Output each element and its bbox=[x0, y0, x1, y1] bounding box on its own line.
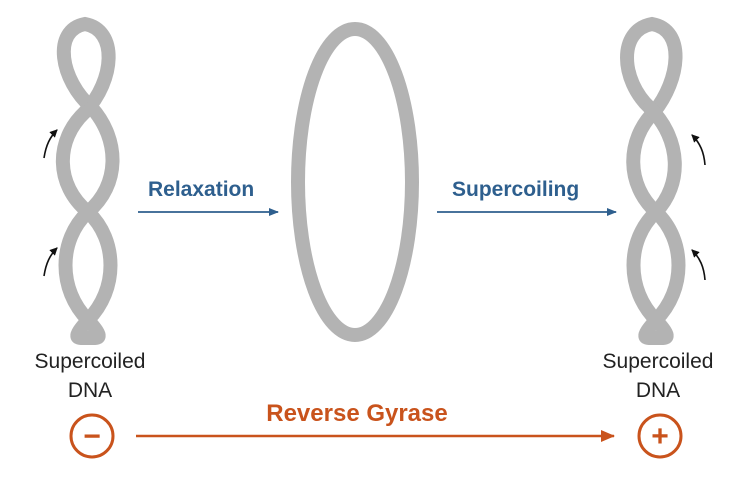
left-dna-label-line2: DNA bbox=[68, 379, 112, 402]
positive-sign-badge: + bbox=[637, 413, 683, 459]
reverse-gyrase-label: Reverse Gyrase bbox=[266, 400, 447, 427]
supercoiling-label: Supercoiling bbox=[452, 178, 579, 201]
left-dna-label-line1: Supercoiled bbox=[35, 350, 146, 373]
right-dna-label-line1: Supercoiled bbox=[603, 350, 714, 373]
relaxed-circular-dna bbox=[291, 22, 419, 342]
negative-sign: − bbox=[83, 420, 101, 453]
left-twist-arrow-top bbox=[43, 129, 58, 159]
relaxation-label: Relaxation bbox=[148, 178, 254, 201]
right-twist-arrow-top bbox=[691, 134, 706, 166]
positive-sign: + bbox=[651, 420, 669, 453]
right-dna-label-line2: DNA bbox=[636, 379, 680, 402]
right-supercoiled-dna bbox=[620, 16, 686, 346]
left-supercoiled-dna bbox=[55, 16, 120, 346]
left-twist-arrow-bottom bbox=[43, 247, 58, 277]
right-twist-arrow-bottom bbox=[691, 249, 706, 281]
negative-sign-badge: − bbox=[69, 413, 115, 459]
